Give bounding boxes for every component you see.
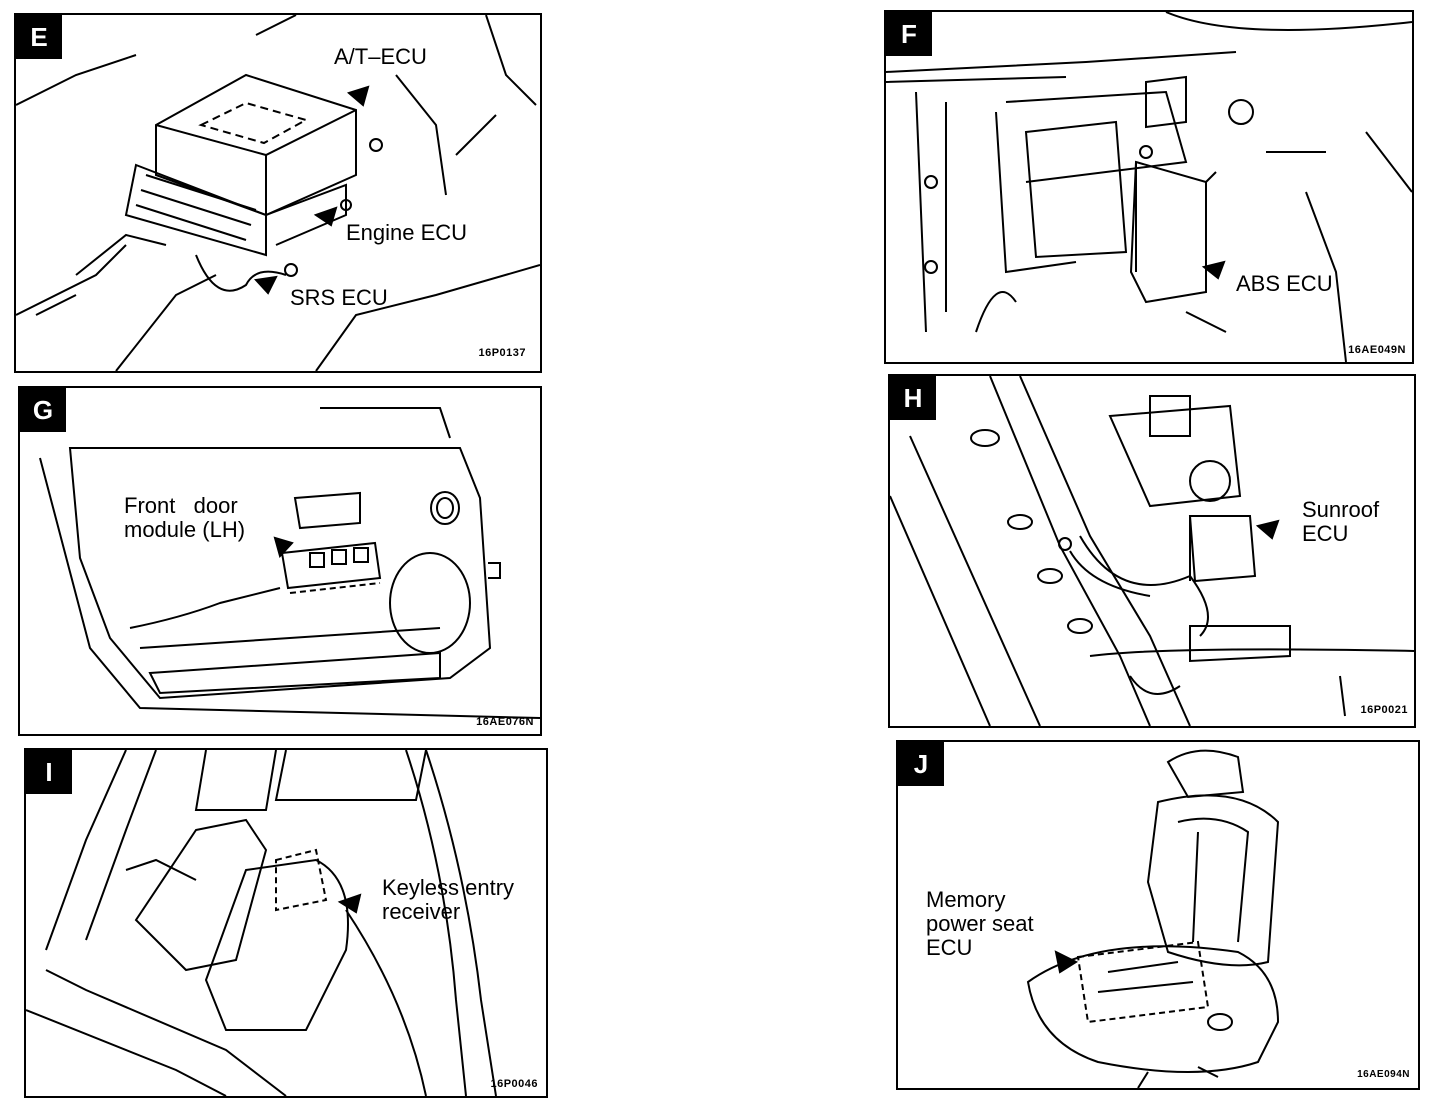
panel-i: I Keyless entry receiver 16P0046 (24, 748, 548, 1098)
keyless-entry-label-line1: Keyless entry (382, 875, 515, 900)
panel-e-badge: E (16, 15, 62, 59)
keyless-entry-label-line2: receiver (382, 899, 461, 924)
panel-j-badge: J (898, 742, 944, 786)
sunroof-illustration-h (890, 376, 1414, 726)
panel-g: G Front door module (LH) 16AE076N (18, 386, 542, 736)
front-door-module-label-line2: module (LH) (124, 517, 246, 542)
keyless-illustration-i (26, 750, 497, 1096)
panel-e: E A/T–ECU Engine ECU SRS ECU 16P0137 (14, 13, 542, 373)
panel-e-figure-code: 16P0137 (478, 347, 526, 359)
panel-i-figure-code: 16P0046 (490, 1078, 538, 1090)
panel-f: F ABS ECU 16AE049N (884, 10, 1414, 364)
ecu-illustration-f (886, 12, 1412, 362)
ecu-illustration-e (16, 15, 540, 371)
panel-g-badge: G (20, 388, 66, 432)
seat-illustration-j (1026, 749, 1280, 1088)
panel-h-figure-code: 16P0021 (1360, 704, 1408, 716)
sunroof-ecu-label-line1: Sunroof (1302, 497, 1380, 522)
panel-h-badge: H (890, 376, 936, 420)
memory-seat-ecu-label-line3: ECU (926, 935, 973, 960)
memory-seat-ecu-label-line1: Memory (926, 887, 1006, 912)
memory-seat-ecu-label-line2: power seat (926, 911, 1034, 936)
sunroof-ecu-label-line2: ECU (1302, 521, 1349, 546)
at-ecu-label: A/T–ECU (334, 44, 427, 69)
engine-ecu-label: Engine ECU (346, 220, 468, 245)
panel-j: J Memory power seat ECU 16AE094N (896, 740, 1420, 1090)
panel-i-badge: I (26, 750, 72, 794)
panel-h: H Sunroof ECU 16P0021 (888, 374, 1416, 728)
front-door-module-label-line1: Front door (124, 493, 238, 518)
srs-ecu-label: SRS ECU (290, 285, 388, 310)
abs-ecu-label: ABS ECU (1236, 271, 1333, 296)
panel-f-badge: F (886, 12, 932, 56)
panel-g-figure-code: 16AE076N (476, 716, 534, 728)
panel-j-figure-code: 16AE094N (1357, 1069, 1410, 1080)
panel-f-figure-code: 16AE049N (1348, 344, 1406, 356)
door-illustration-g (39, 407, 540, 719)
